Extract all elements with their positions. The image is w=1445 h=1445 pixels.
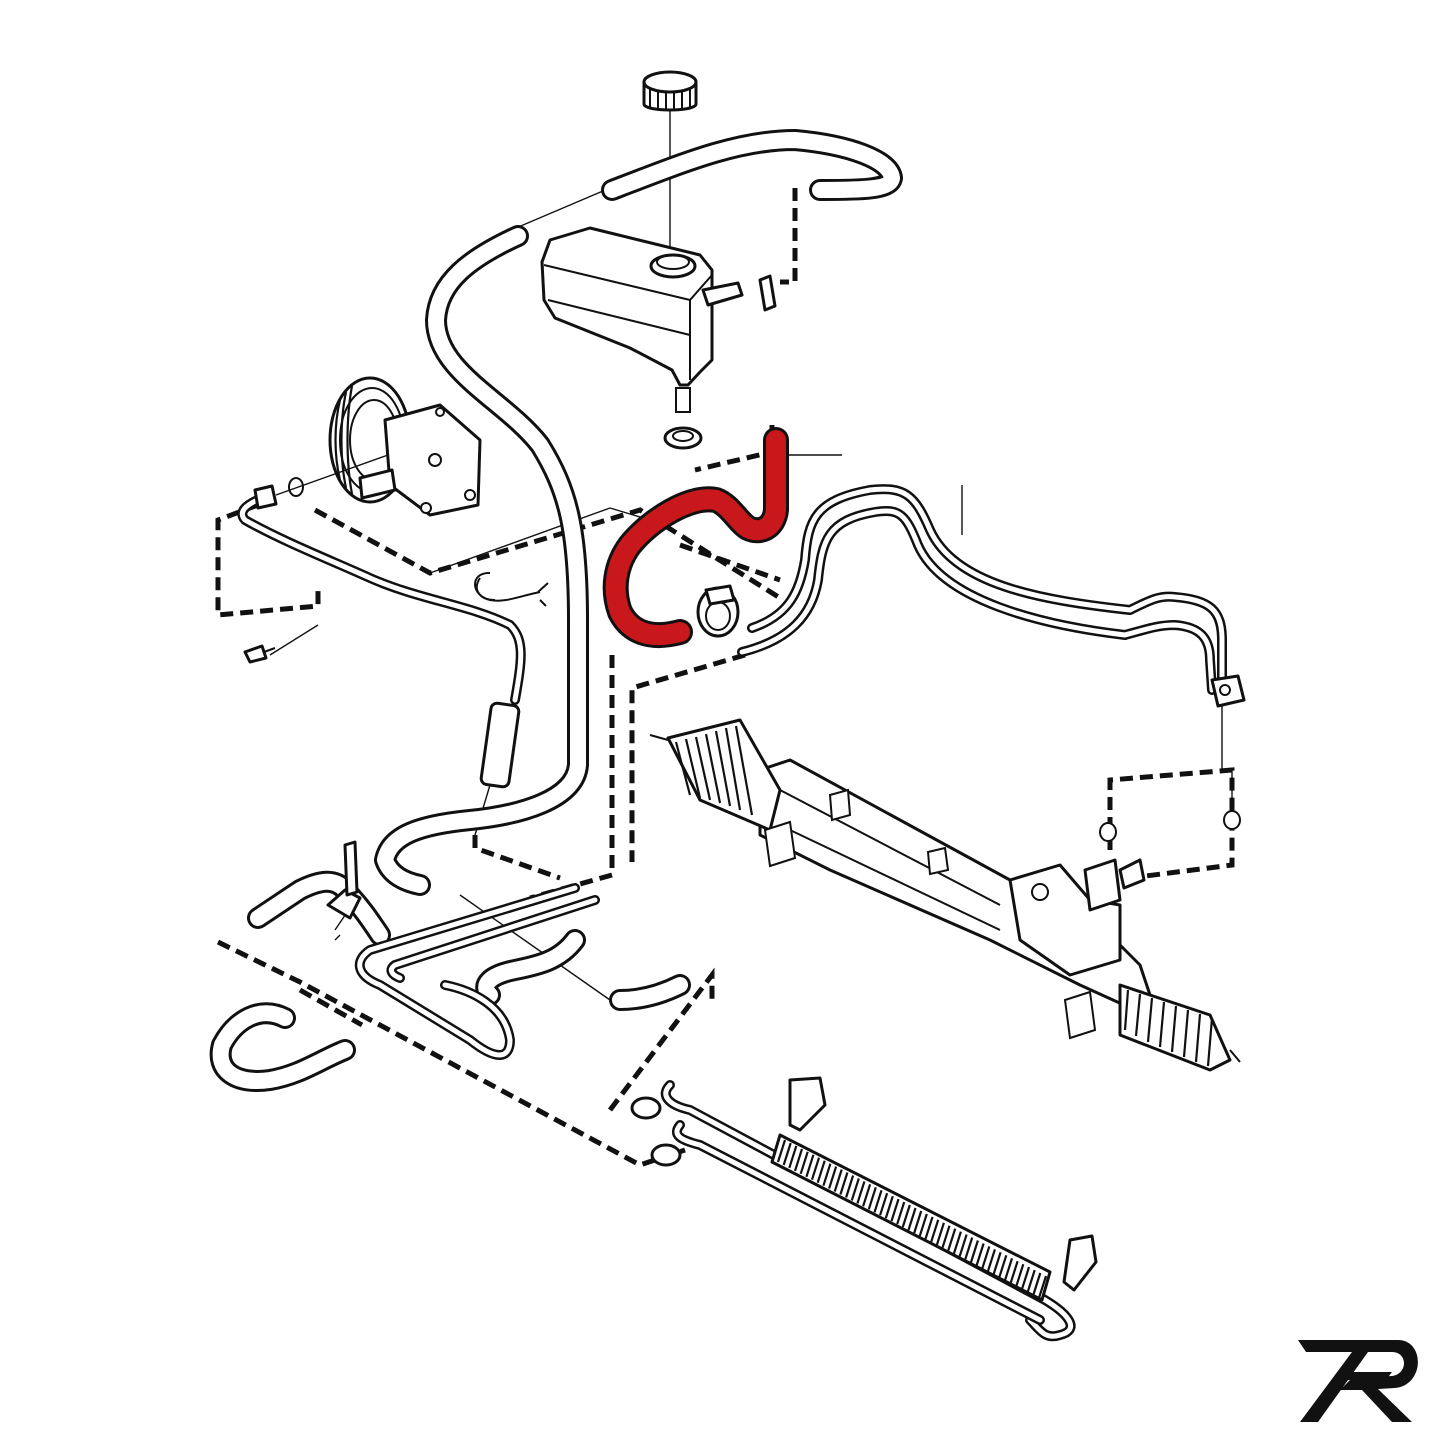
brand-logo <box>1298 1340 1418 1422</box>
hose-clamp <box>696 584 740 638</box>
reservoir-hose-clamp <box>663 426 703 450</box>
return-pipes <box>354 883 600 1060</box>
rack-feed-pipes <box>737 484 1246 842</box>
pressure-pipe <box>237 454 526 789</box>
leader-lines <box>269 110 1233 1001</box>
upper-return-hose <box>601 129 903 201</box>
reservoir-to-pump-hose[interactable] <box>602 427 789 649</box>
lower-return-hoses <box>209 840 691 1092</box>
power-steering-pump <box>328 376 482 517</box>
reservoir-cap <box>642 70 698 112</box>
long-supply-hose <box>374 225 589 896</box>
fluid-reservoir <box>540 226 777 413</box>
steering-rack <box>649 718 1241 1072</box>
fluid-cooler <box>630 1076 1098 1342</box>
mounting-bolt <box>243 644 276 664</box>
spring-clip <box>474 571 549 607</box>
